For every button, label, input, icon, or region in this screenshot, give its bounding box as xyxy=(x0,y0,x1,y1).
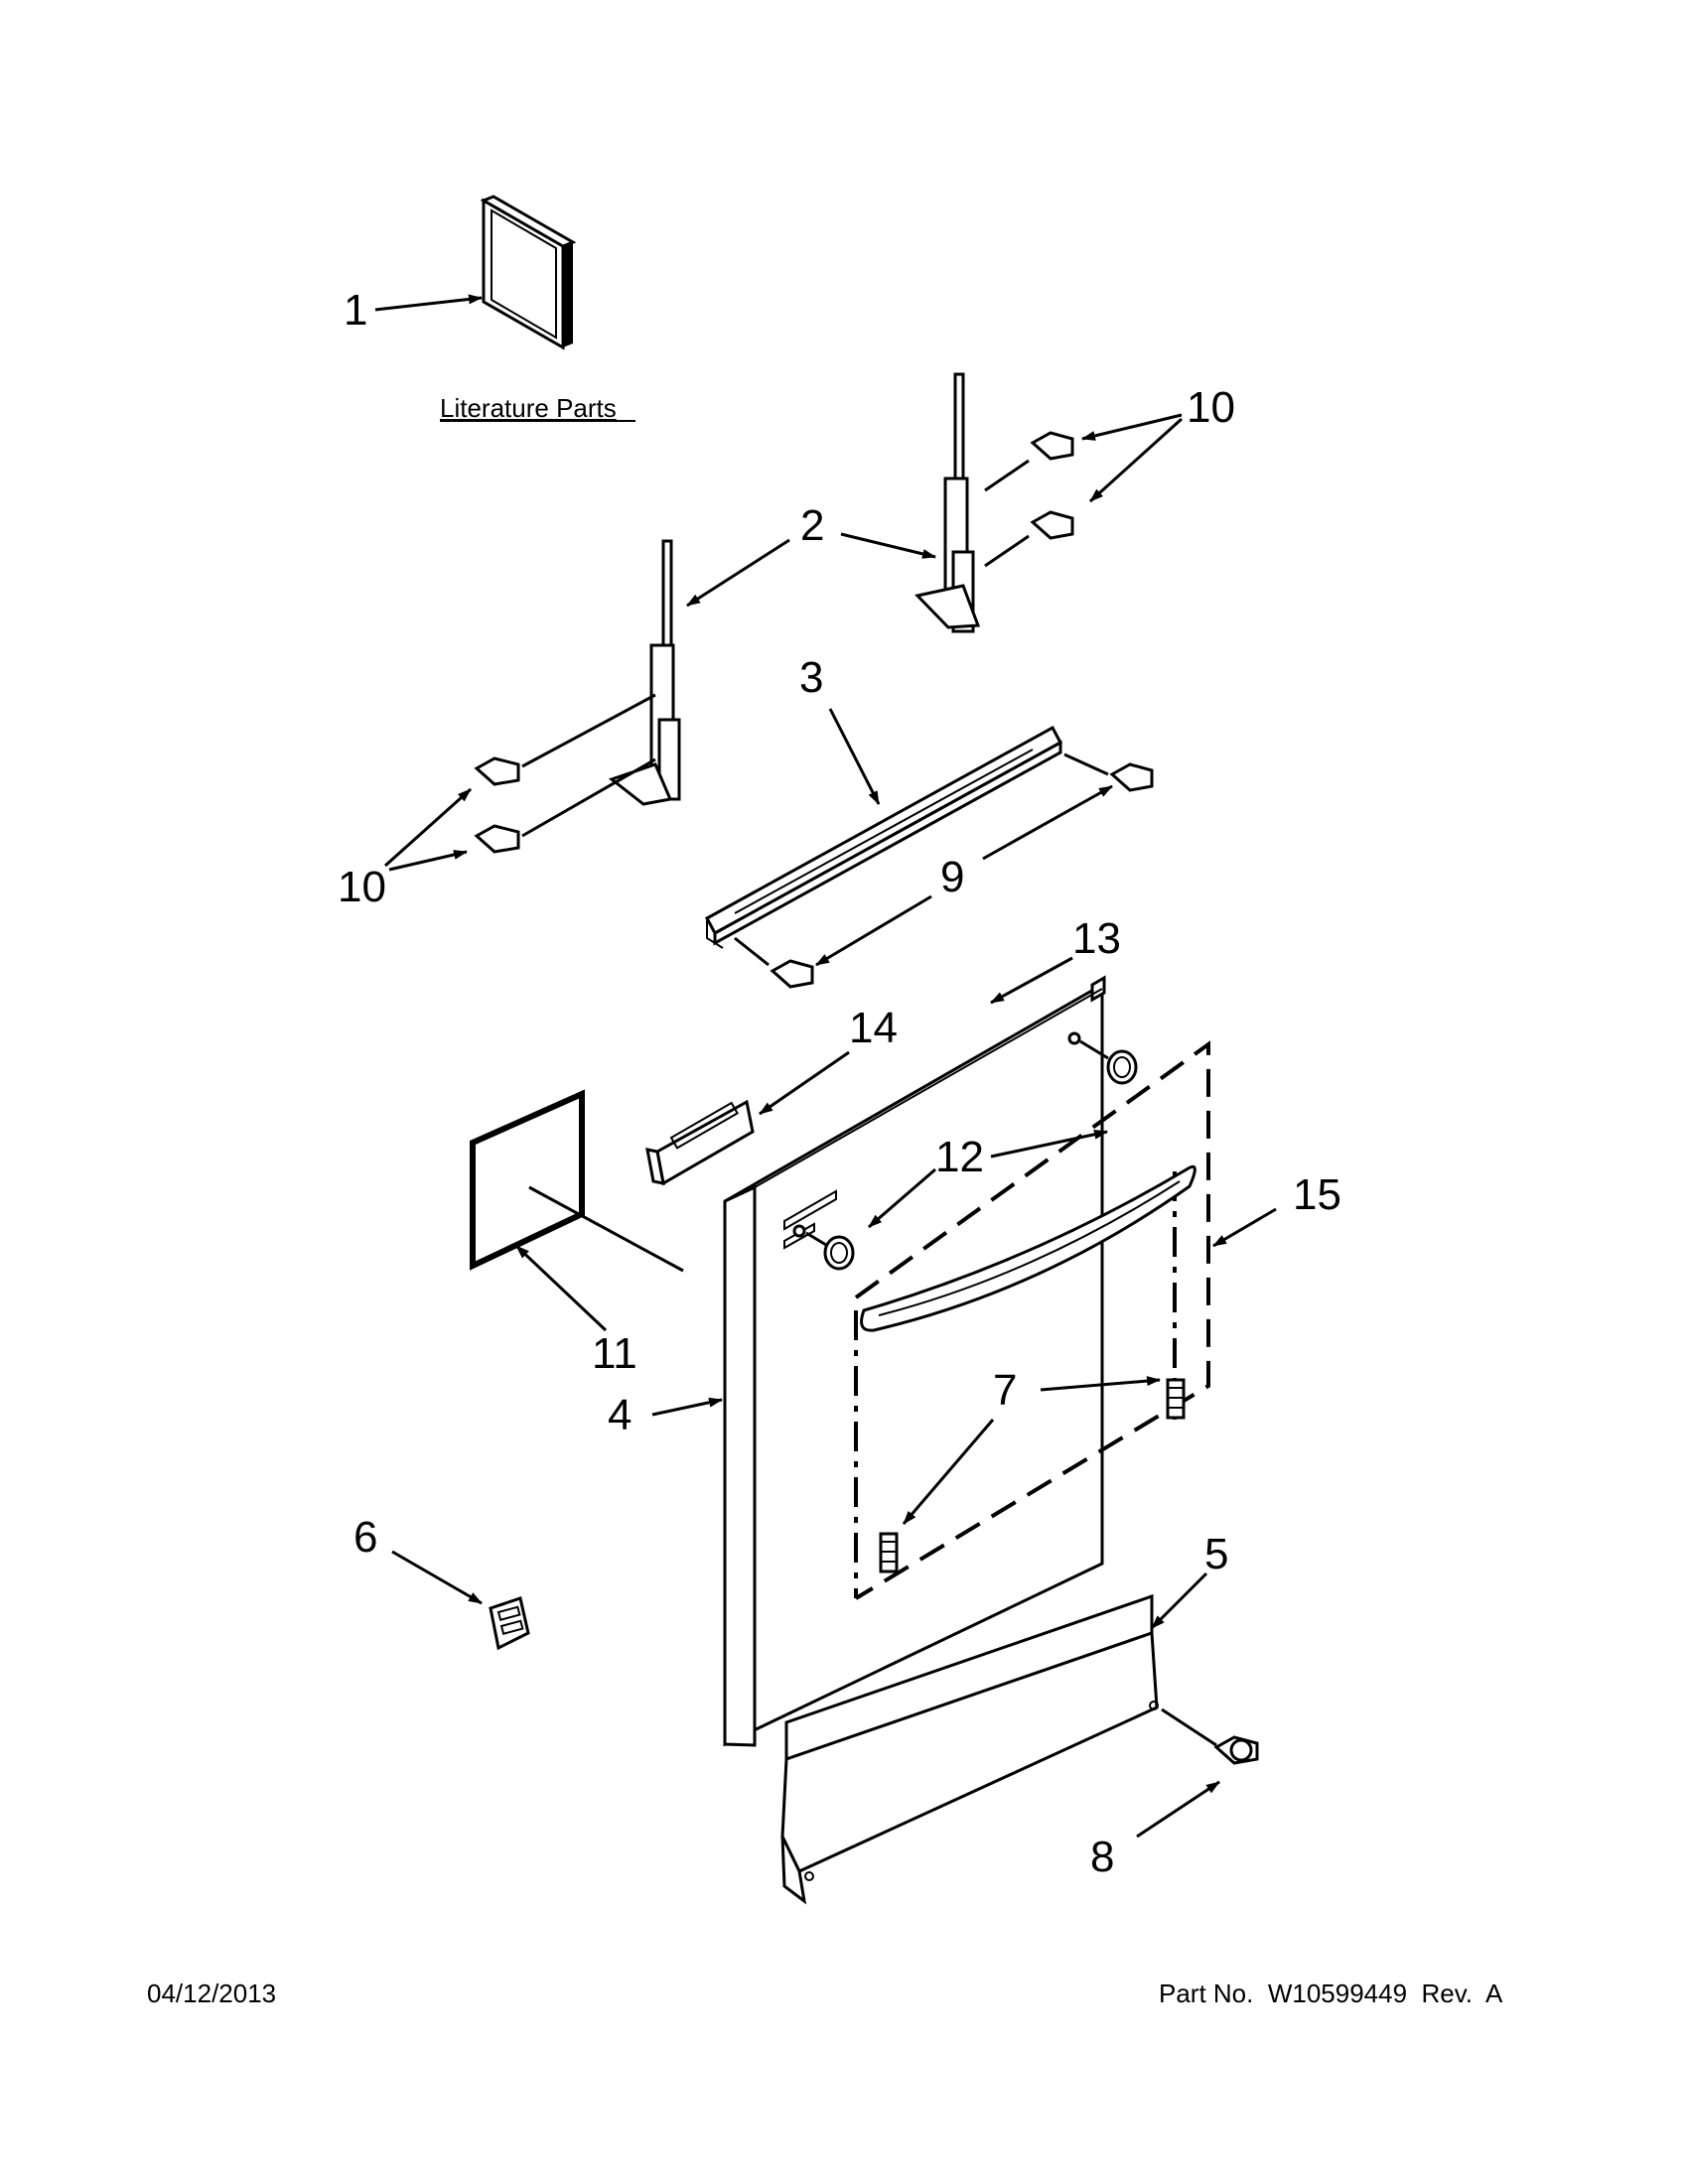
stud-7-left xyxy=(879,1532,899,1573)
screw-10-lower-b xyxy=(474,824,520,854)
callout-9: 9 xyxy=(940,853,964,901)
callout-10-top: 10 xyxy=(1187,383,1235,432)
callout-11: 11 xyxy=(592,1329,637,1378)
door-panel-4 xyxy=(723,975,1106,1747)
callout-5: 5 xyxy=(1204,1530,1228,1578)
toe-kick-5 xyxy=(780,1593,1159,1905)
clip-6 xyxy=(489,1596,530,1651)
screw-8 xyxy=(1213,1735,1259,1765)
callout-8: 8 xyxy=(1090,1833,1114,1881)
screw-9-right xyxy=(1109,762,1154,792)
insulation-11 xyxy=(470,1089,585,1271)
footer-date: 04/12/2013 xyxy=(147,1979,277,2008)
rail-bracket xyxy=(704,725,1063,949)
screw-9-left xyxy=(770,959,814,989)
stud-7-right xyxy=(1166,1378,1186,1420)
callout-2: 2 xyxy=(800,501,824,550)
screw-10-upper-a xyxy=(1030,431,1074,461)
handle-assembly-15 xyxy=(854,1040,1210,1600)
footer-part-number: Part No. W10599449 Rev. A xyxy=(1159,1979,1503,2008)
handle-mount-12-right xyxy=(1067,1031,1138,1085)
hinge-left xyxy=(608,539,681,806)
handle-mount-12-left xyxy=(792,1224,855,1271)
hinge-right xyxy=(914,372,981,633)
callout-14: 14 xyxy=(849,1004,898,1052)
callout-6: 6 xyxy=(353,1513,377,1562)
callout-12: 12 xyxy=(935,1133,984,1181)
callout-13: 13 xyxy=(1072,914,1121,963)
callout-10-bottom: 10 xyxy=(338,863,386,911)
callout-3: 3 xyxy=(799,653,823,702)
callout-1: 1 xyxy=(344,286,367,335)
callout-7: 7 xyxy=(993,1366,1017,1415)
literature-parts-label: Literature Parts xyxy=(440,393,617,423)
screw-10-lower-a xyxy=(474,756,520,786)
vent-14 xyxy=(645,1099,755,1186)
callout-4: 4 xyxy=(608,1391,632,1439)
screw-10-upper-b xyxy=(1030,510,1074,540)
literature-booklet xyxy=(480,195,577,350)
callout-15: 15 xyxy=(1293,1170,1341,1219)
